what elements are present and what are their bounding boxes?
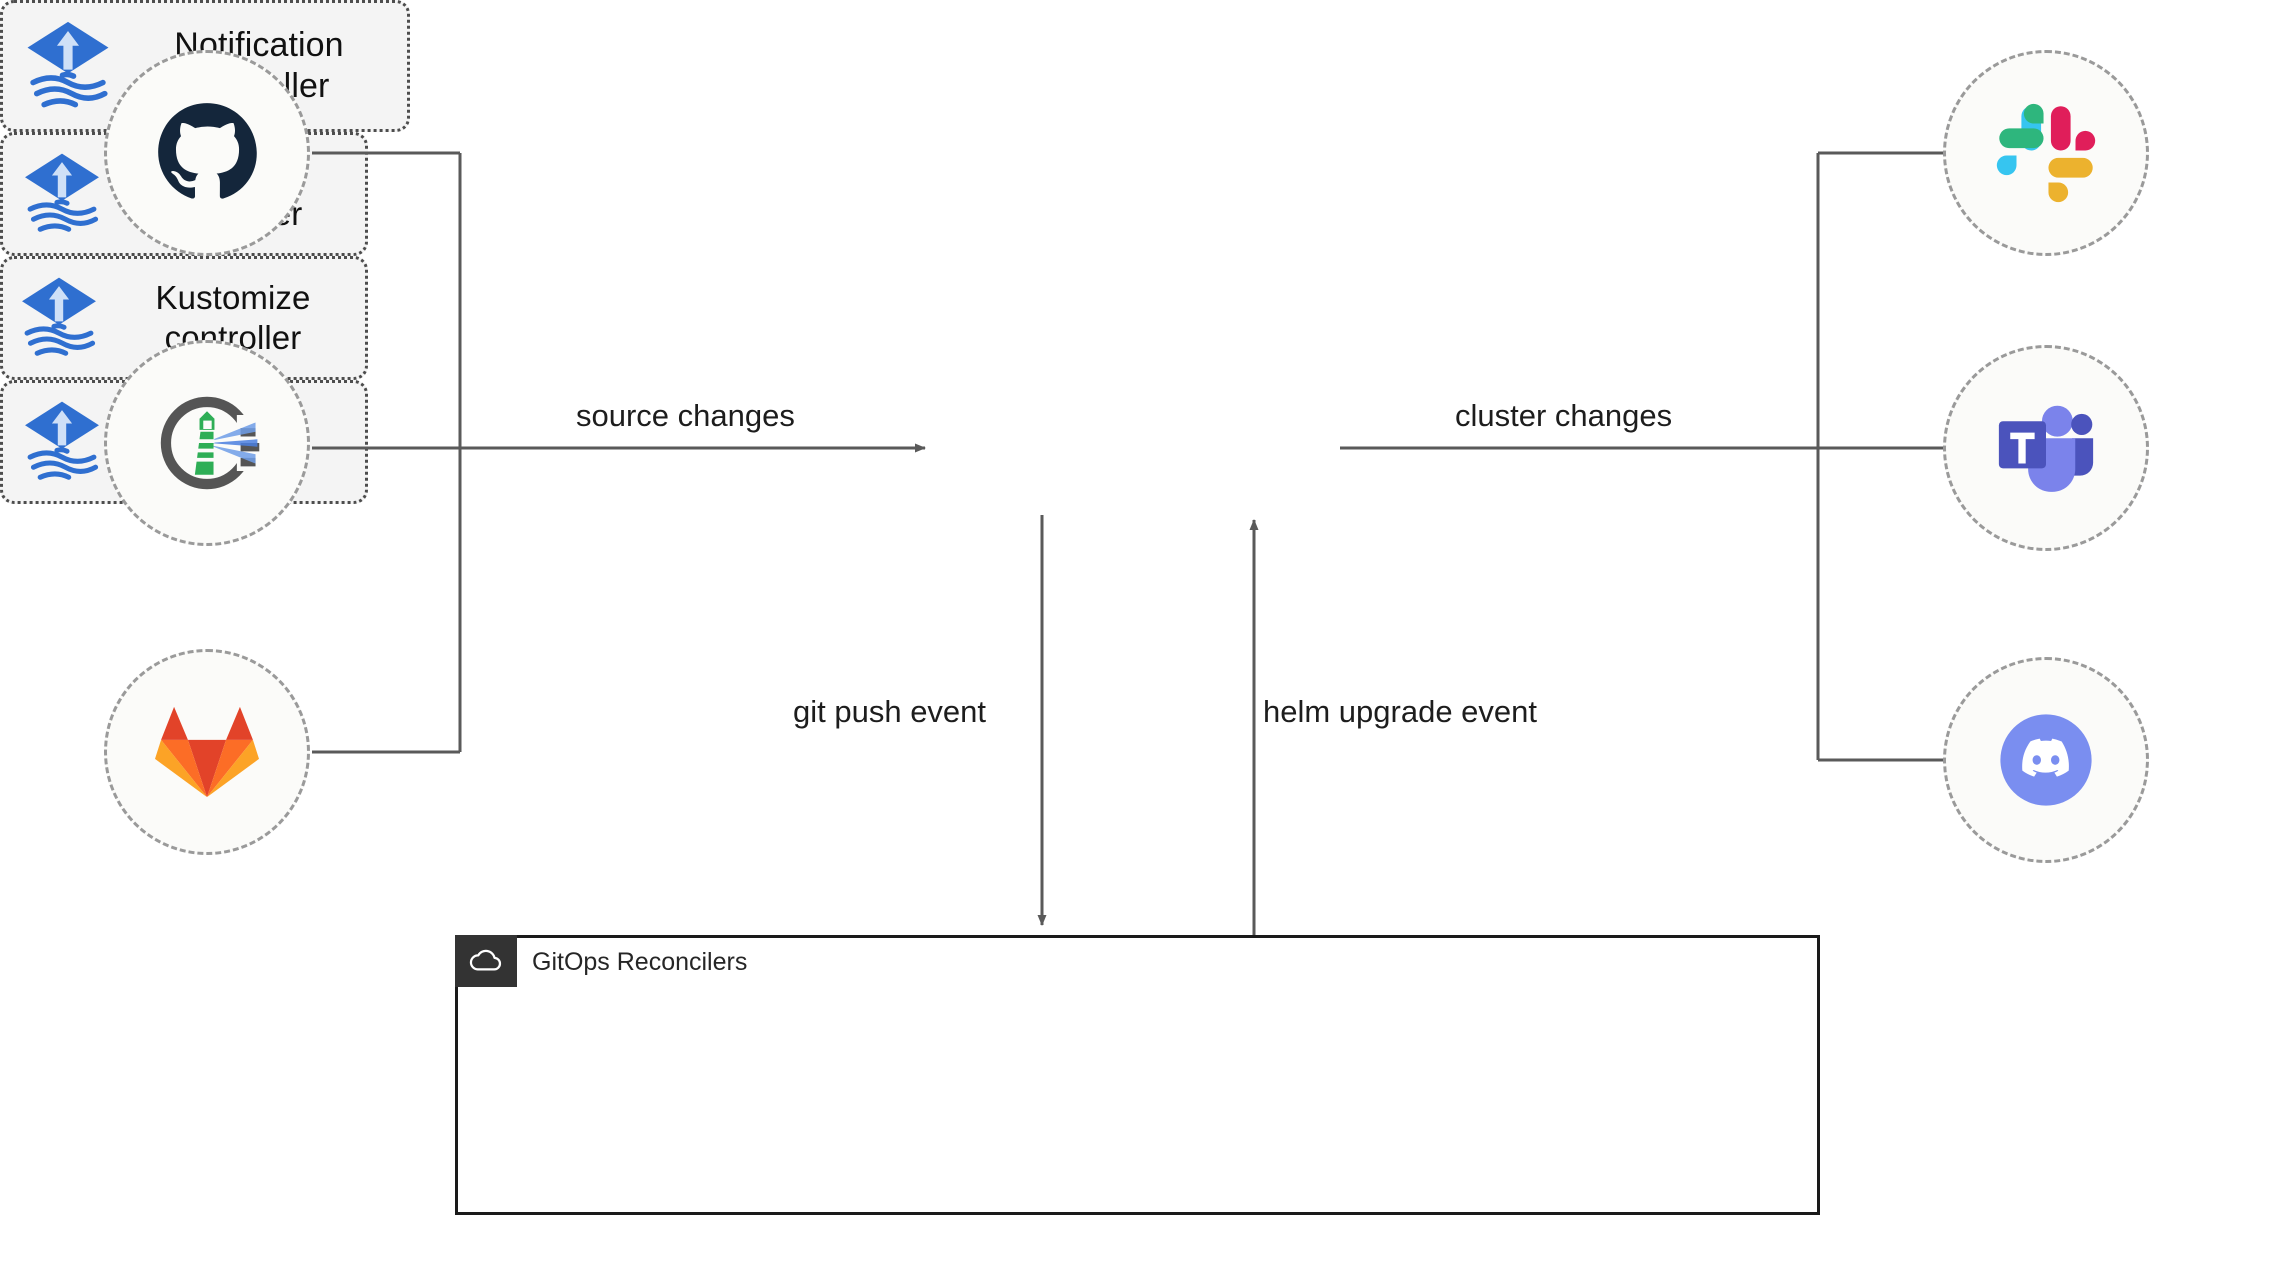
destination-node-discord[interactable] — [1943, 657, 2149, 863]
gitops-reconcilers-title: GitOps Reconcilers — [532, 948, 748, 976]
flux-icon — [3, 274, 115, 362]
flux-logo-glyph — [27, 21, 109, 108]
source-node-github[interactable] — [104, 50, 310, 256]
source-node-gitlab[interactable] — [104, 649, 310, 855]
harbor-icon — [160, 396, 262, 490]
source-node-harbor[interactable] — [104, 340, 310, 546]
flux-logo-glyph — [25, 153, 99, 232]
flux-icon — [3, 150, 121, 238]
teams-icon — [1998, 405, 2094, 492]
edge-label-git-push-event: git push event — [793, 694, 987, 729]
gitlab-icon — [155, 706, 259, 798]
discord-icon — [2000, 714, 2092, 806]
flux-logo-glyph — [25, 401, 99, 480]
edge-label-helm-upgrade-event: helm upgrade event — [1263, 694, 1538, 729]
kustomize-controller-label: Kustomize controller — [155, 278, 311, 356]
gitops-reconcilers-container — [455, 935, 1820, 1215]
flux-logo-glyph — [22, 277, 96, 356]
edge-label-source-changes: source changes — [576, 398, 795, 433]
flux-icon — [3, 18, 133, 114]
gitops-cloud-tab — [455, 935, 517, 987]
slack-icon — [1996, 103, 2096, 203]
destination-node-teams[interactable] — [1943, 345, 2149, 551]
edge-label-cluster-changes: cluster changes — [1455, 398, 1673, 433]
cloud-icon — [469, 949, 502, 971]
flux-icon — [3, 398, 121, 486]
destination-node-slack[interactable] — [1943, 50, 2149, 256]
github-icon — [158, 103, 257, 199]
